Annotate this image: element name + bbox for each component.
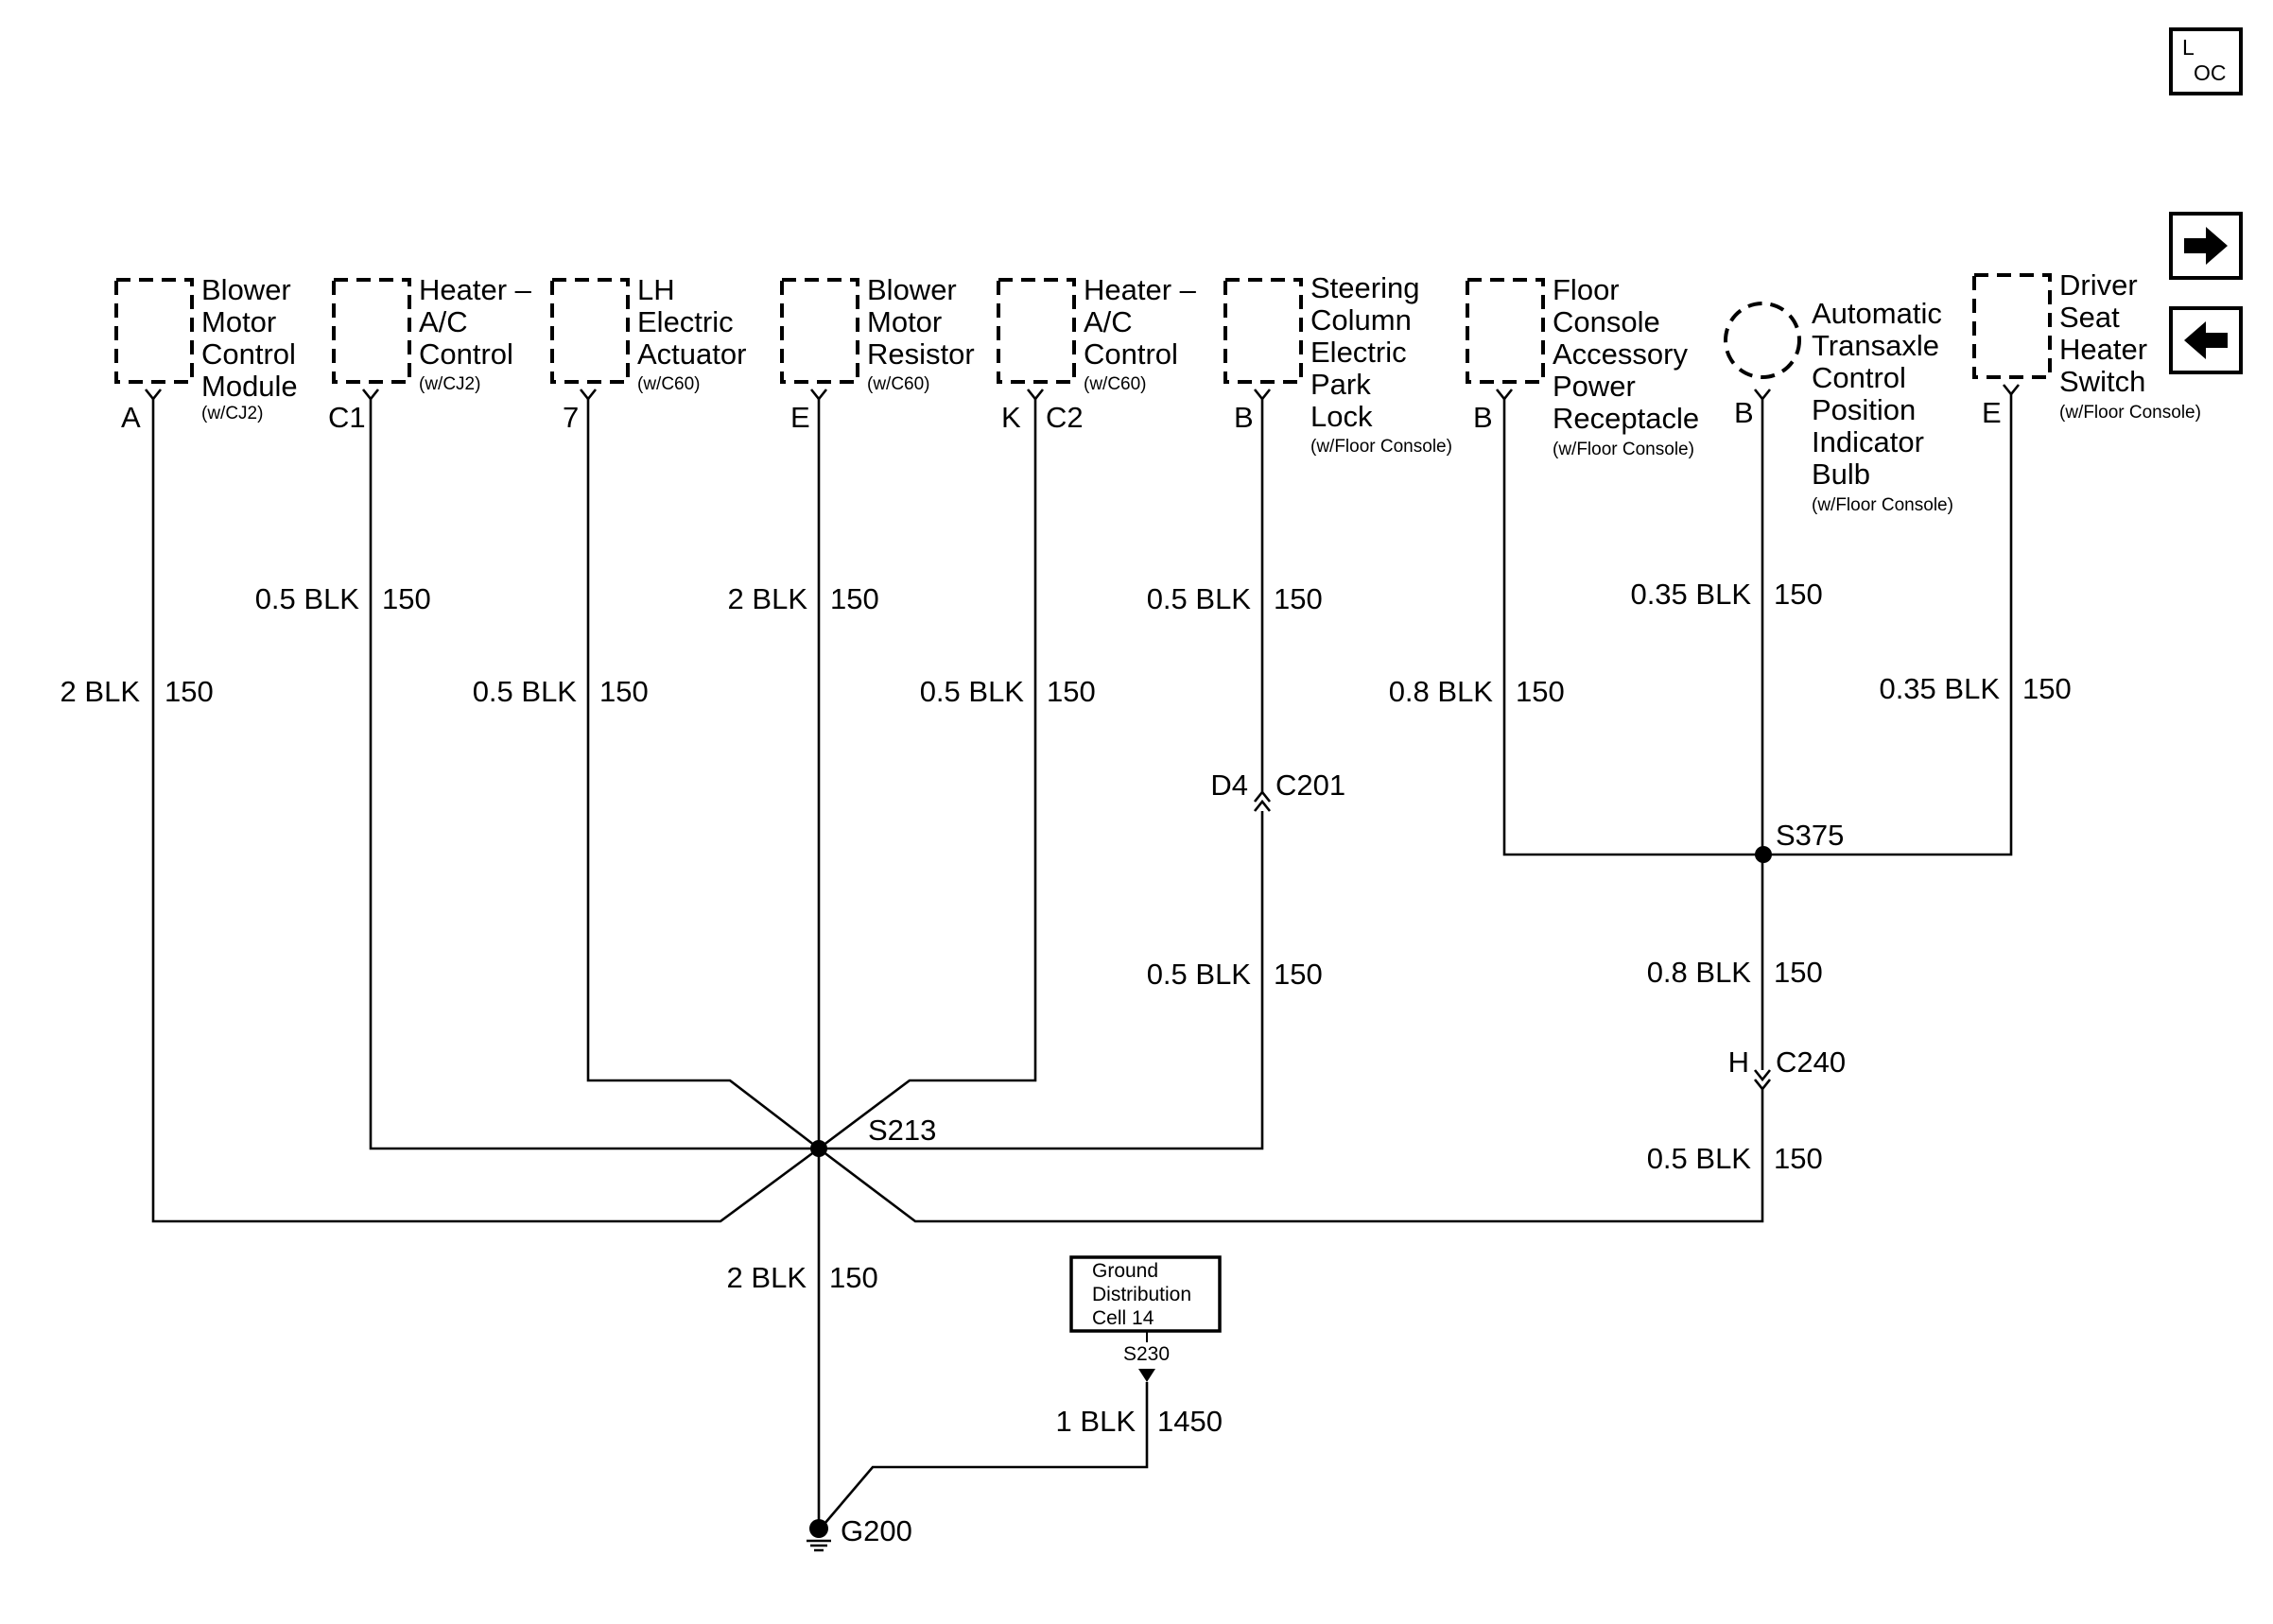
loc-icon-bottom: OC [2194, 60, 2227, 85]
loc-icon-top: L [2182, 35, 2195, 60]
wire-circuit-label: 150 [1047, 675, 1096, 708]
c201-connector-symbol [1253, 789, 1272, 812]
wire-circuit-label: 150 [829, 1261, 878, 1294]
loc-icon[interactable]: L OC [2169, 27, 2243, 95]
component-box [332, 278, 411, 384]
pin-label: C1 [328, 401, 366, 434]
wire-size-label: 2 BLK [727, 1261, 807, 1294]
ground-distribution-label: Ground Distribution Cell 14 [1092, 1260, 1197, 1329]
wire-size-label: 0.5 BLK [920, 675, 1025, 708]
pin-label: 7 [563, 401, 579, 434]
component-box [997, 278, 1076, 384]
right-arrow-icon[interactable] [2169, 212, 2243, 280]
component-box [1972, 273, 2052, 379]
option-label: (w/C60) [867, 374, 930, 394]
pin-label: B [1234, 401, 1254, 434]
option-label: (w/Floor Console) [1812, 495, 1953, 515]
wire-size-label: 0.35 BLK [1879, 672, 2000, 705]
s375-splice-dot [1755, 846, 1772, 863]
c240-label: C240 [1776, 1045, 1846, 1079]
pin-label: C2 [1046, 401, 1084, 434]
option-label: (w/Floor Console) [2059, 403, 2201, 423]
s213-splice-dot [810, 1140, 827, 1157]
pin-label: E [1982, 396, 2002, 429]
wire-circuit-label: 150 [165, 675, 214, 708]
wire-circuit-label: 150 [2022, 672, 2072, 705]
wire-size-label: 2 BLK [61, 675, 141, 708]
ground-icon [807, 1519, 831, 1552]
wire-circuit-label: 150 [382, 582, 431, 615]
trans-position-bulb-label: Automatic Transaxle Control Position Ind… [1812, 297, 1950, 491]
component-box [1223, 278, 1303, 384]
left-arrow-icon[interactable] [2169, 306, 2243, 374]
option-label: (w/C60) [1084, 374, 1147, 394]
pin-label: A [121, 401, 141, 434]
heater-ac-control-c60-label: Heater – A/C Control [1084, 273, 1205, 371]
ground-distribution-box[interactable] [1069, 1255, 1222, 1333]
component-box [1466, 278, 1545, 384]
pin-label: B [1473, 401, 1493, 434]
wire-size-label: 2 BLK [728, 582, 808, 615]
driver-seat-heater-switch-label: Driver Seat Heater Switch [2059, 268, 2156, 398]
wire-size-label: 0.5 BLK [1147, 958, 1252, 991]
option-label: (w/C60) [637, 374, 701, 394]
option-label: (w/CJ2) [419, 374, 480, 394]
wire-size-label: 0.5 BLK [1647, 1142, 1752, 1175]
component-box [780, 278, 859, 384]
wire-size-label: 0.5 BLK [1147, 582, 1252, 615]
wire-size-label: 0.8 BLK [1647, 956, 1752, 989]
c201-pin-label: D4 [1210, 769, 1248, 802]
wire-circuit-label: 150 [830, 582, 879, 615]
component-box [114, 278, 194, 384]
s230-label: S230 [1123, 1343, 1170, 1365]
wire-size-label: 0.5 BLK [473, 675, 578, 708]
blower-motor-resistor-label: Blower Motor Resistor [867, 273, 975, 371]
pin-label: B [1734, 396, 1754, 429]
bulb-symbol [1724, 302, 1801, 379]
pin-label: K [1001, 401, 1021, 434]
wire-circuit-label: 150 [1274, 582, 1323, 615]
component-box [550, 278, 630, 384]
heater-ac-control-cj2-label: Heater – A/C Control [419, 273, 540, 371]
blower-motor-control-module-label: Blower Motor Control Module [201, 273, 304, 403]
c201-label: C201 [1275, 769, 1345, 802]
c240-connector-symbol [1753, 1069, 1772, 1092]
option-label: (w/CJ2) [201, 404, 263, 423]
wire-circuit-label: 150 [1274, 958, 1323, 991]
steering-column-park-lock-label: Steering Column Electric Park Lock [1310, 271, 1428, 433]
s375-label: S375 [1776, 819, 1844, 852]
c240-pin-label: H [1728, 1045, 1749, 1079]
wire-circuit-label: 150 [1774, 1142, 1823, 1175]
lh-electric-actuator-label: LH Electric Actuator [637, 273, 746, 371]
wire-size-label: 1 BLK [1056, 1405, 1136, 1438]
wire-circuit-label: 150 [1516, 675, 1565, 708]
floor-console-receptacle-label: Floor Console Accessory Power Receptacle [1553, 273, 1699, 435]
wire-circuit-label: 1450 [1157, 1405, 1223, 1438]
s230-splice-icon [1138, 1369, 1155, 1382]
g200-label: G200 [841, 1514, 912, 1547]
wiring [151, 392, 2013, 1529]
wire-size-label: 0.8 BLK [1389, 675, 1494, 708]
wire-size-label: 0.5 BLK [255, 582, 360, 615]
wire-size-label: 0.35 BLK [1630, 578, 1751, 611]
pin-label: E [790, 401, 810, 434]
wire-circuit-label: 150 [1774, 956, 1823, 989]
wire-circuit-label: 150 [599, 675, 649, 708]
wire-circuit-label: 150 [1774, 578, 1823, 611]
s213-label: S213 [868, 1114, 936, 1147]
option-label: (w/Floor Console) [1310, 437, 1452, 457]
option-label: (w/Floor Console) [1553, 440, 1694, 459]
